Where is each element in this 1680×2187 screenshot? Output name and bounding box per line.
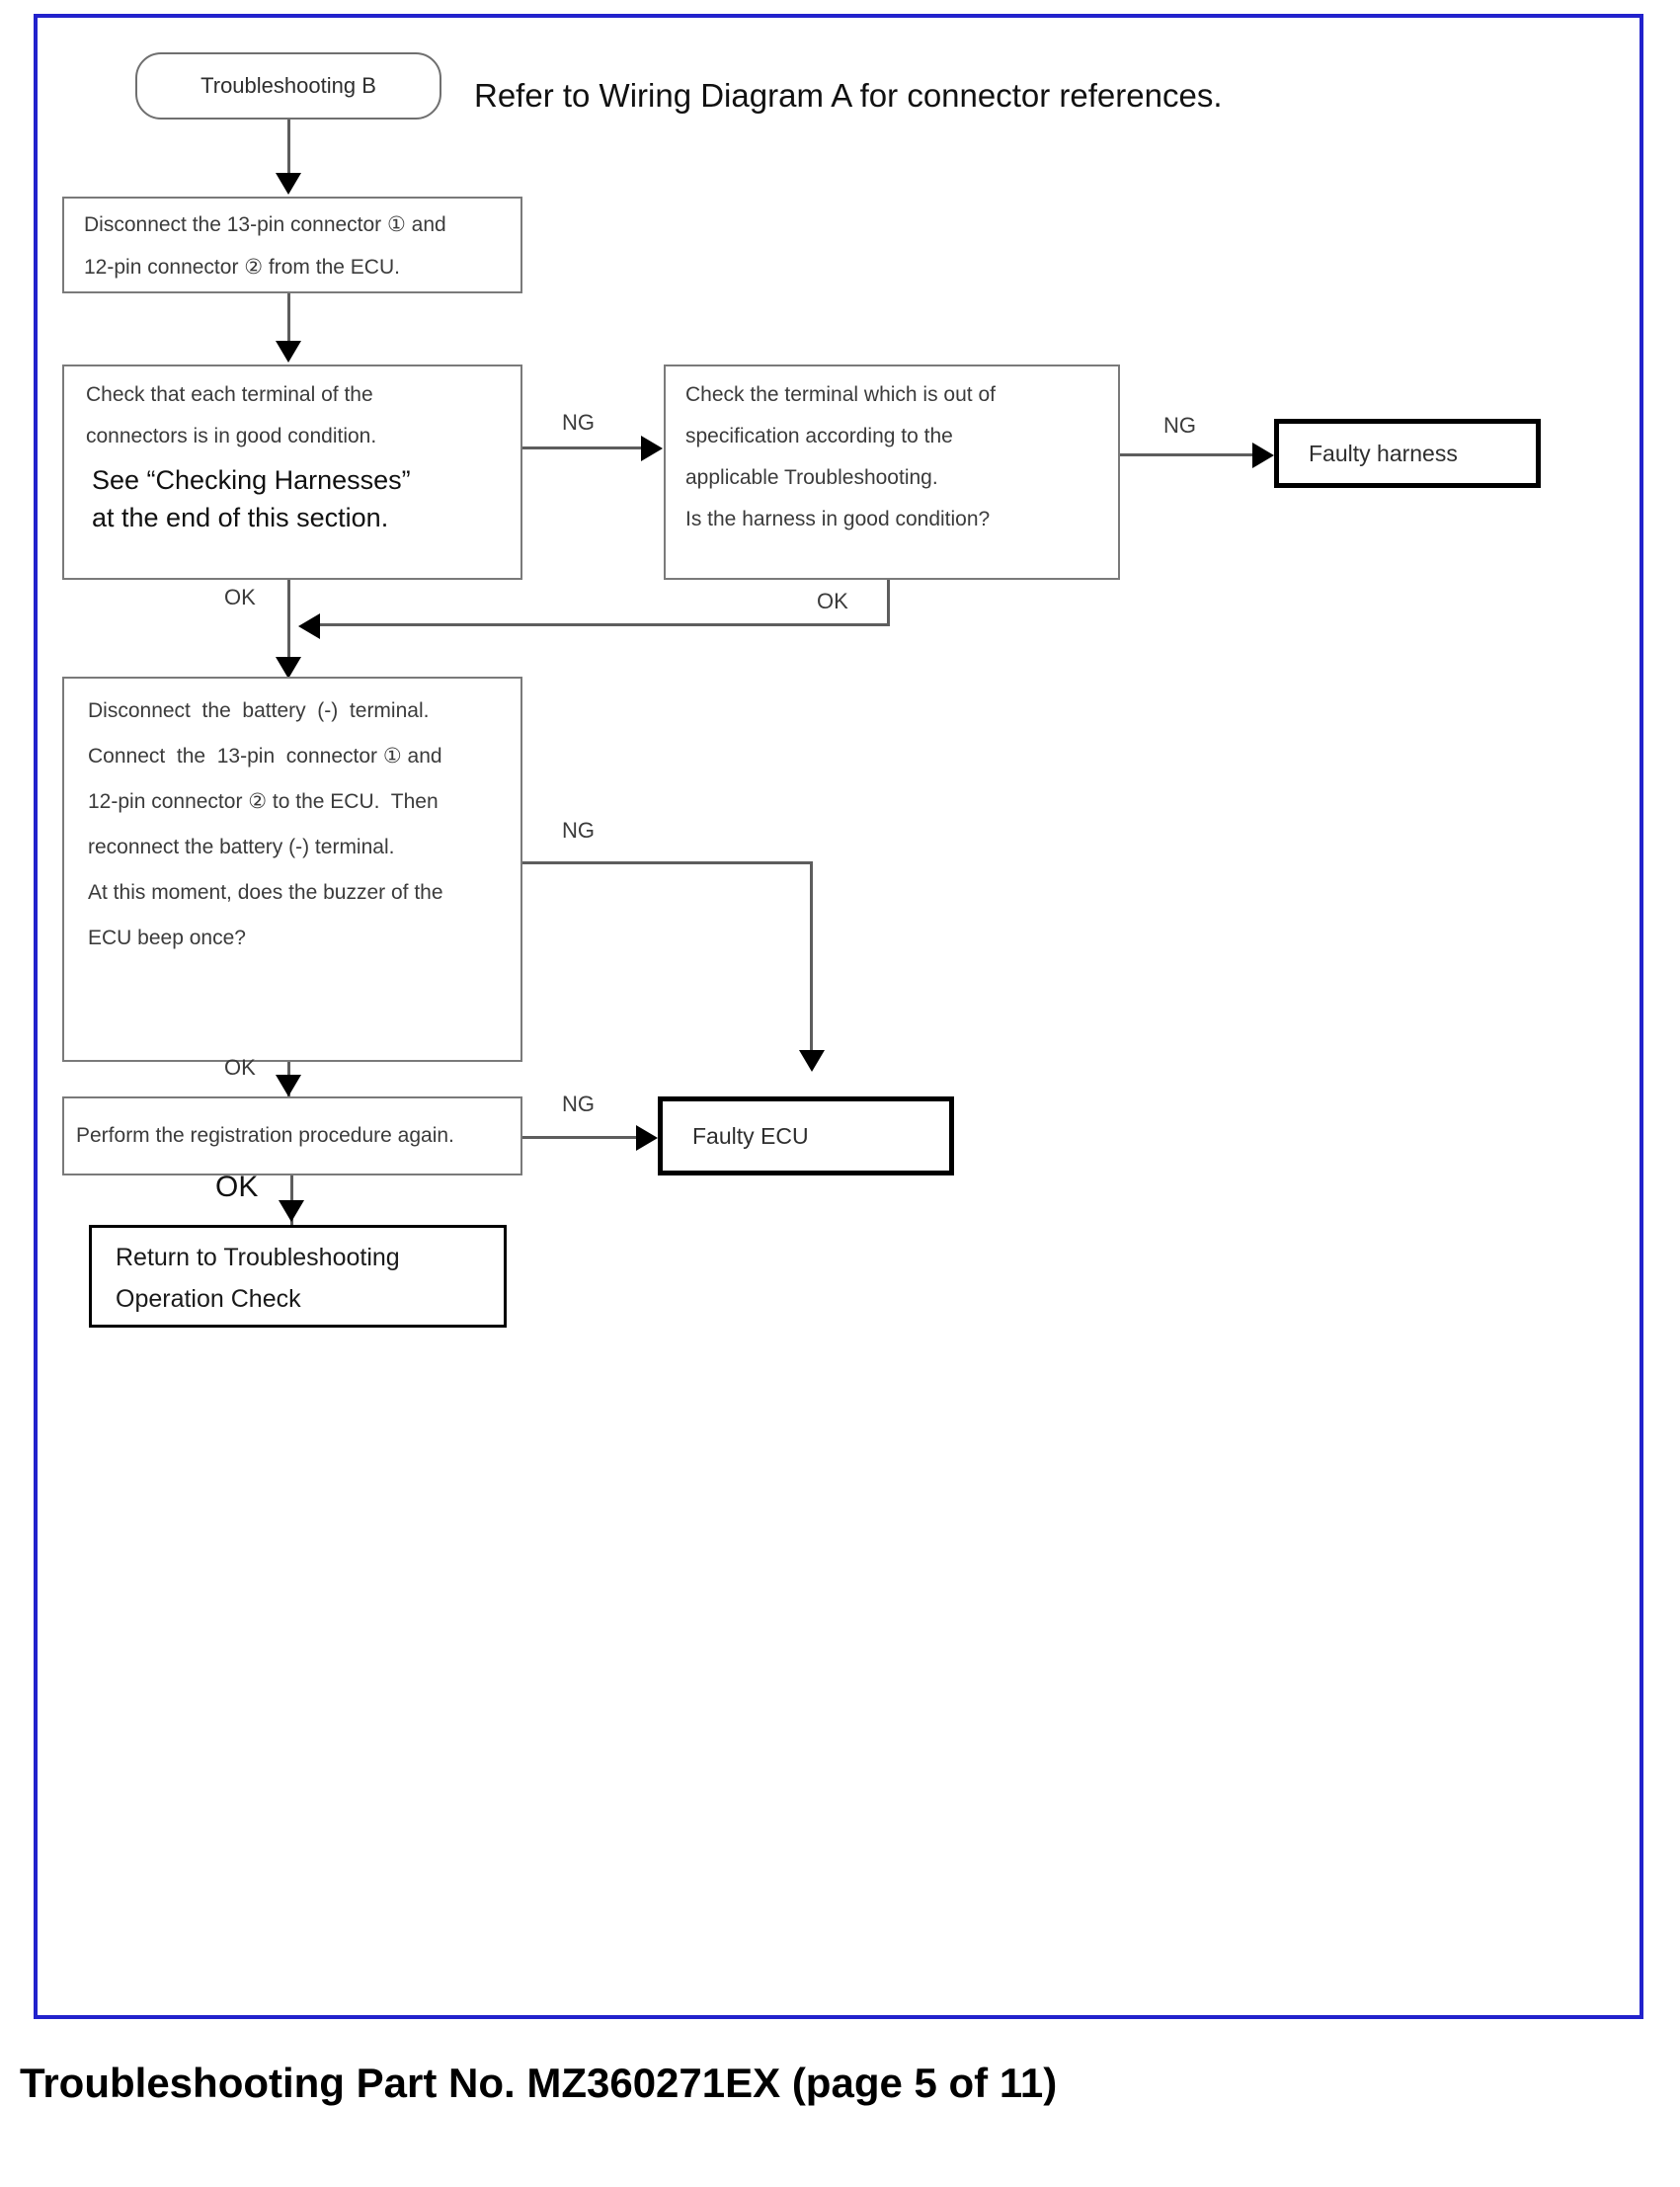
arrowhead-right-2 bbox=[1252, 443, 1274, 468]
return-box-line2: Operation Check bbox=[116, 1285, 301, 1313]
arrowhead-down-6 bbox=[279, 1200, 304, 1222]
terminal-faulty-harness-label: Faulty harness bbox=[1309, 441, 1458, 466]
edge-spec-ok-left bbox=[309, 623, 890, 626]
edge-label-ok-3: OK bbox=[224, 1055, 256, 1080]
edge-label-ng-2: NG bbox=[1163, 413, 1196, 438]
return-box-line1: Return to Troubleshooting bbox=[116, 1244, 400, 1271]
step-disconnect-connectors[interactable]: Disconnect the 13-pin connector ① and 12… bbox=[62, 197, 522, 293]
decision-check-line3: See “Checking Harnesses” bbox=[92, 465, 411, 495]
decision-reconnect-line5: At this moment, does the buzzer of the bbox=[88, 881, 443, 904]
terminal-faulty-ecu-label: Faulty ECU bbox=[692, 1123, 809, 1149]
edge-reconnect-ng-down bbox=[810, 861, 813, 1059]
edge-label-ng-4: NG bbox=[562, 1092, 595, 1116]
edge-spec-ok-down bbox=[887, 580, 890, 626]
arrowhead-down-4 bbox=[799, 1050, 825, 1072]
decision-reconnect-line6: ECU beep once? bbox=[88, 927, 246, 949]
decision-spec-line4: Is the harness in good condition? bbox=[685, 508, 991, 530]
terminal-faulty-ecu[interactable]: Faulty ECU bbox=[658, 1096, 954, 1175]
decision-reconnect-line3: 12-pin connector ② to the ECU. Then bbox=[88, 790, 439, 813]
decision-check-line2: connectors is in good condition. bbox=[86, 425, 377, 447]
step-disconnect-line2: 12-pin connector ② from the ECU. bbox=[84, 256, 400, 279]
decision-spec-line3: applicable Troubleshooting. bbox=[685, 466, 938, 489]
edge-spec-ng-to-faulty-harness bbox=[1120, 453, 1258, 456]
arrowhead-down-2 bbox=[276, 341, 301, 363]
step-registration-label: Perform the registration procedure again… bbox=[76, 1124, 454, 1147]
edge-reconnect-ng-right bbox=[522, 861, 813, 864]
arrowhead-down-5 bbox=[276, 1075, 301, 1096]
decision-spec-line1: Check the terminal which is out of bbox=[685, 383, 996, 406]
edge-check-ng-to-spec bbox=[522, 446, 646, 449]
edge-label-ok-1: OK bbox=[224, 585, 256, 609]
edge-start-to-disconnect bbox=[287, 120, 290, 179]
edge-label-ng-1: NG bbox=[562, 410, 595, 435]
footer-part-number: Troubleshooting Part No. MZ360271EX (pag… bbox=[20, 2060, 1058, 2106]
step-registration-procedure[interactable]: Perform the registration procedure again… bbox=[62, 1096, 522, 1175]
arrowhead-right-3 bbox=[636, 1125, 658, 1151]
edge-registration-ng bbox=[522, 1136, 641, 1139]
decision-check-terminals[interactable]: Check that each terminal of the connecto… bbox=[62, 364, 522, 580]
edge-check-ok-down bbox=[287, 580, 290, 665]
start-node-troubleshooting-b[interactable]: Troubleshooting B bbox=[135, 52, 441, 120]
edge-label-ok-4: OK bbox=[215, 1171, 259, 1203]
decision-reconnect-line4: reconnect the battery (-) terminal. bbox=[88, 836, 395, 858]
decision-reconnect-line1: Disconnect the battery (-) terminal. bbox=[88, 699, 430, 722]
edge-disconnect-to-check bbox=[287, 293, 290, 347]
wiring-diagram-note: Refer to Wiring Diagram A for connector … bbox=[474, 77, 1223, 114]
terminal-faulty-harness[interactable]: Faulty harness bbox=[1274, 419, 1541, 488]
decision-check-specification[interactable]: Check the terminal which is out of speci… bbox=[664, 364, 1120, 580]
decision-check-line1: Check that each terminal of the bbox=[86, 383, 373, 406]
terminal-return-to-troubleshooting[interactable]: Return to Troubleshooting Operation Chec… bbox=[89, 1225, 507, 1328]
decision-spec-line2: specification according to the bbox=[685, 425, 953, 447]
arrowhead-left-1 bbox=[298, 613, 320, 639]
step-disconnect-line1: Disconnect the 13-pin connector ① and bbox=[84, 213, 446, 236]
start-node-label: Troubleshooting B bbox=[200, 73, 376, 98]
decision-reconnect-line2: Connect the 13-pin connector ① and bbox=[88, 745, 442, 768]
edge-label-ok-2: OK bbox=[817, 589, 848, 613]
arrowhead-down-3 bbox=[276, 657, 301, 679]
arrowhead-right-1 bbox=[641, 436, 663, 461]
edge-label-ng-3: NG bbox=[562, 818, 595, 843]
decision-reconnect-buzzer[interactable]: Disconnect the battery (-) terminal. Con… bbox=[62, 677, 522, 1062]
arrowhead-down-1 bbox=[276, 173, 301, 195]
decision-check-line4: at the end of this section. bbox=[92, 503, 389, 532]
